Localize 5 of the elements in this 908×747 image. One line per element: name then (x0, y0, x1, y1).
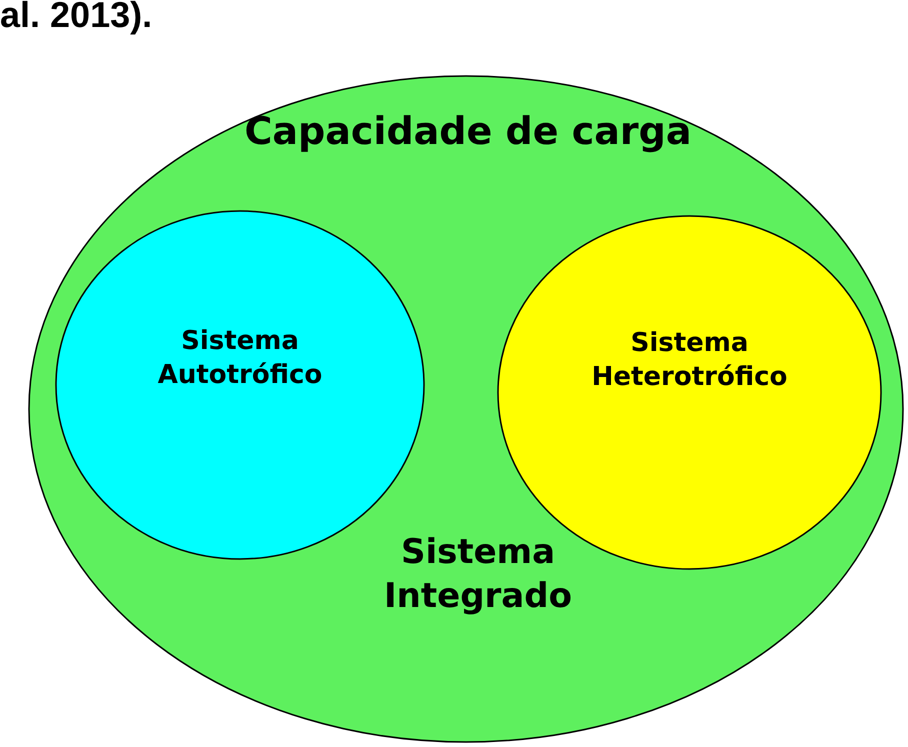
heading-text: Capacidade de carga (244, 108, 692, 155)
circle-label: Sistema Heterotrófico (590, 327, 788, 394)
citation-text: al. 2013). (0, 0, 152, 36)
ellipse-label: Sistema Integrado (383, 531, 573, 618)
circle-label: Sistema Autotrófico (156, 325, 324, 392)
